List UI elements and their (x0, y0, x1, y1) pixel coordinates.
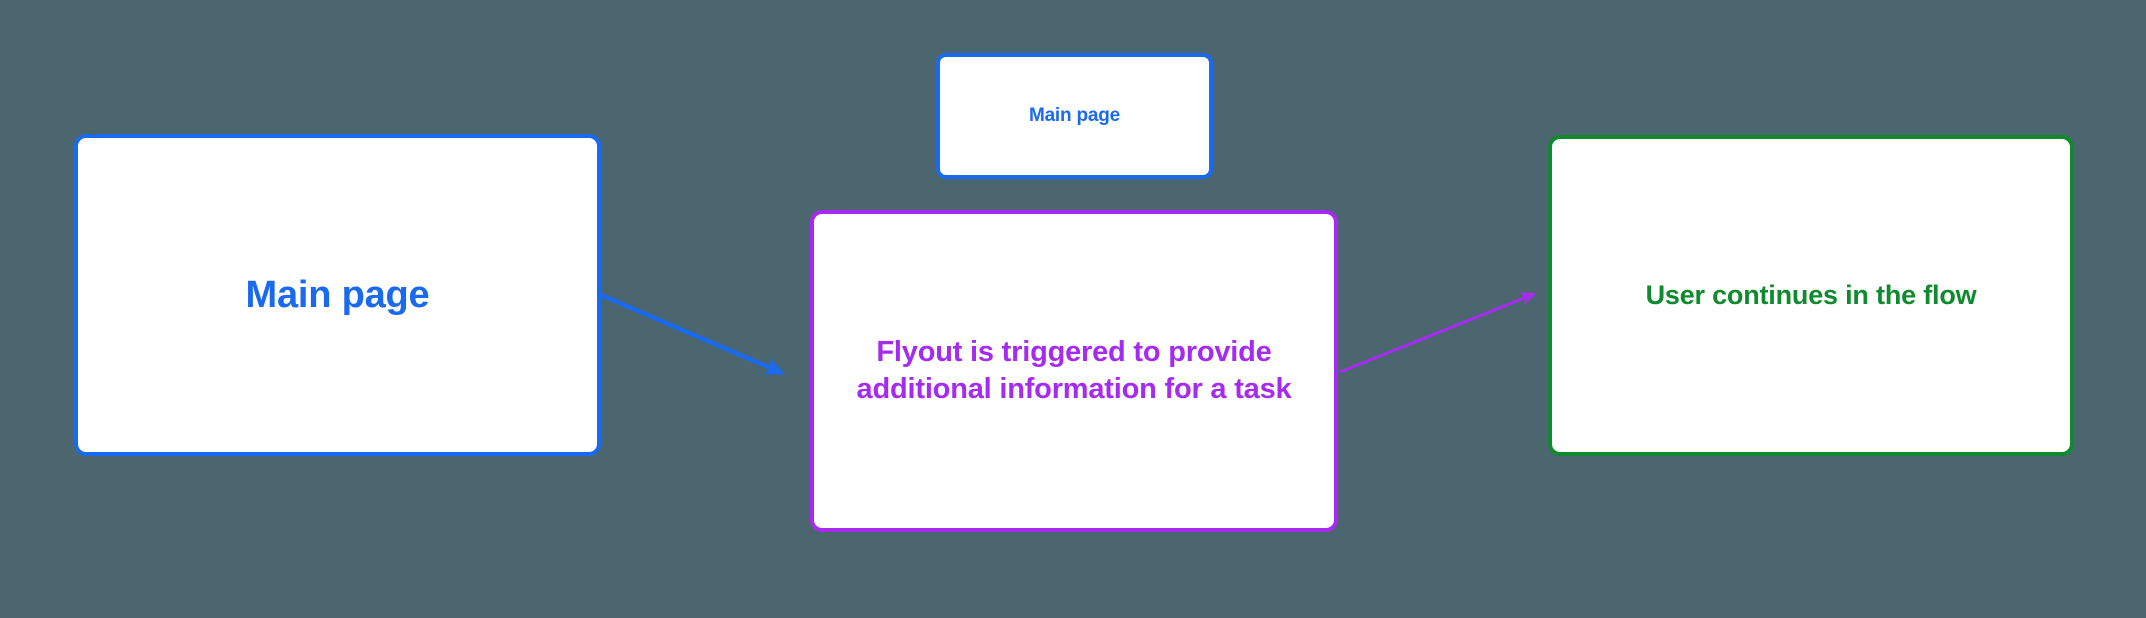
node-main-page-small[interactable]: Main page (936, 53, 1213, 179)
node-main-page-small-label: Main page (1028, 104, 1121, 126)
node-user-continues-label: User continues in the flow (1645, 280, 1977, 311)
node-user-continues[interactable]: User continues in the flow (1548, 135, 2074, 456)
node-main-page-large[interactable]: Main page (74, 134, 601, 456)
node-flyout-label: Flyout is triggered to provide additiona… (856, 335, 1292, 405)
connector-flyout-to-user-continues (1339, 292, 1537, 374)
connector-main-page-to-flyout (600, 292, 785, 376)
node-main-page-large-label: Main page (245, 273, 430, 316)
node-flyout[interactable]: Flyout is triggered to provide additiona… (810, 210, 1338, 532)
